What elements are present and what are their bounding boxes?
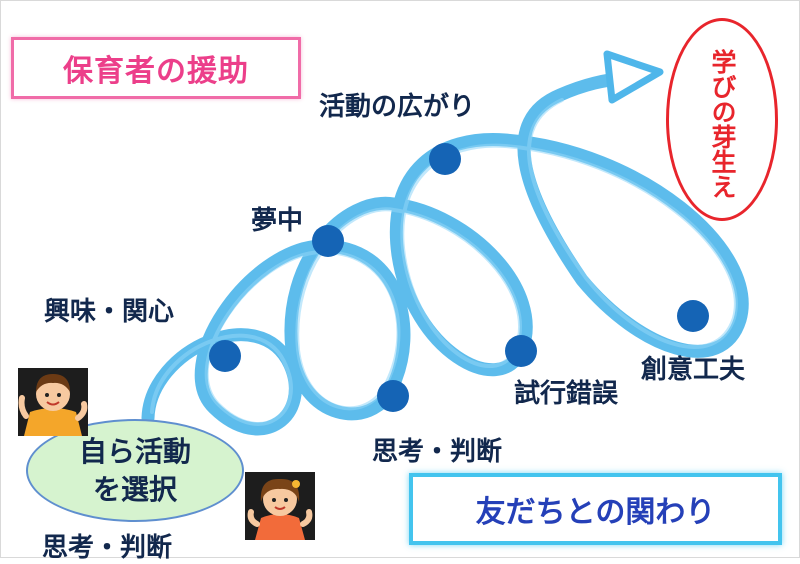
growth-spiral-texture xyxy=(150,98,738,426)
boy-avatar-icon xyxy=(18,368,88,436)
label-trial-error: 試行錯誤 xyxy=(514,379,619,409)
self-choice-label: 自ら活動 を選択 xyxy=(26,433,244,509)
stage-dot-absorbed xyxy=(312,225,344,257)
arrow-head xyxy=(603,50,664,104)
stage-dot-expansion xyxy=(429,143,461,175)
growth-spiral xyxy=(141,71,749,436)
stage-dot-creativity xyxy=(677,300,709,332)
self-choice-oval xyxy=(26,419,244,522)
learning-seed-oval xyxy=(666,18,778,221)
caregiver-support-box: 保育者の援助 xyxy=(11,37,301,99)
label-absorbed: 夢中 xyxy=(251,206,304,236)
learning-seed-label: 学びの芽生え xyxy=(708,49,737,199)
stage-dot-thinking xyxy=(377,380,409,412)
label-interest: 興味・関心 xyxy=(44,297,175,327)
label-expansion: 活動の広がり xyxy=(319,92,476,122)
stage-dot-trial xyxy=(505,335,537,367)
label-thinking-bottom: 思考・判断 xyxy=(42,533,173,563)
friends-relation-box: 友だちとの関わり xyxy=(409,473,782,545)
label-creativity: 創意工夫 xyxy=(641,355,746,385)
stage-dot-interest xyxy=(209,340,241,372)
girl-avatar-icon xyxy=(245,472,315,540)
self-choice-line1: 自ら活動 xyxy=(78,435,191,468)
self-choice-line2: を選択 xyxy=(92,473,177,506)
label-thinking-mid: 思考・判断 xyxy=(372,437,503,467)
